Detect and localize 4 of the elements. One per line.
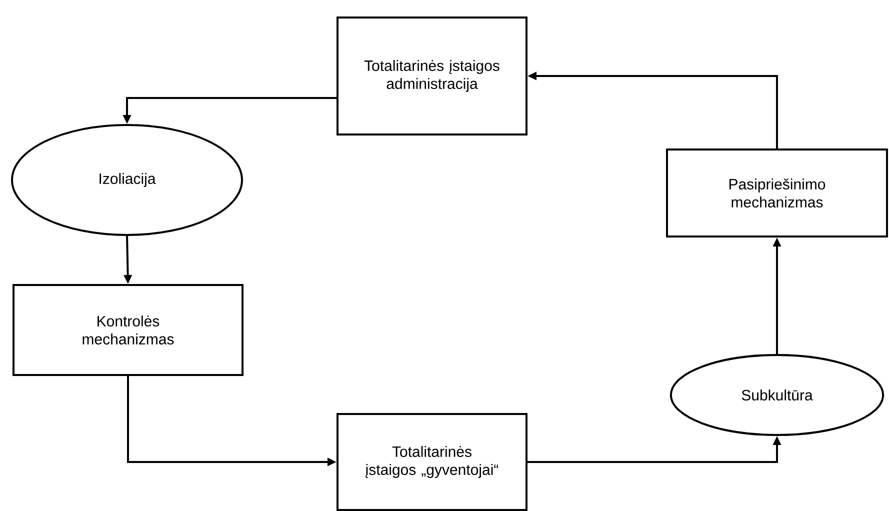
process-box: Pasipriešinimo mechanizmas (666, 148, 888, 238)
process-box: Totalitarinės įstaigos administracija (336, 16, 528, 136)
process-box: Totalitarinės įstaigos „gyventojai“ (336, 412, 528, 511)
process-box: Kontrolės mechanizmas (12, 284, 244, 376)
